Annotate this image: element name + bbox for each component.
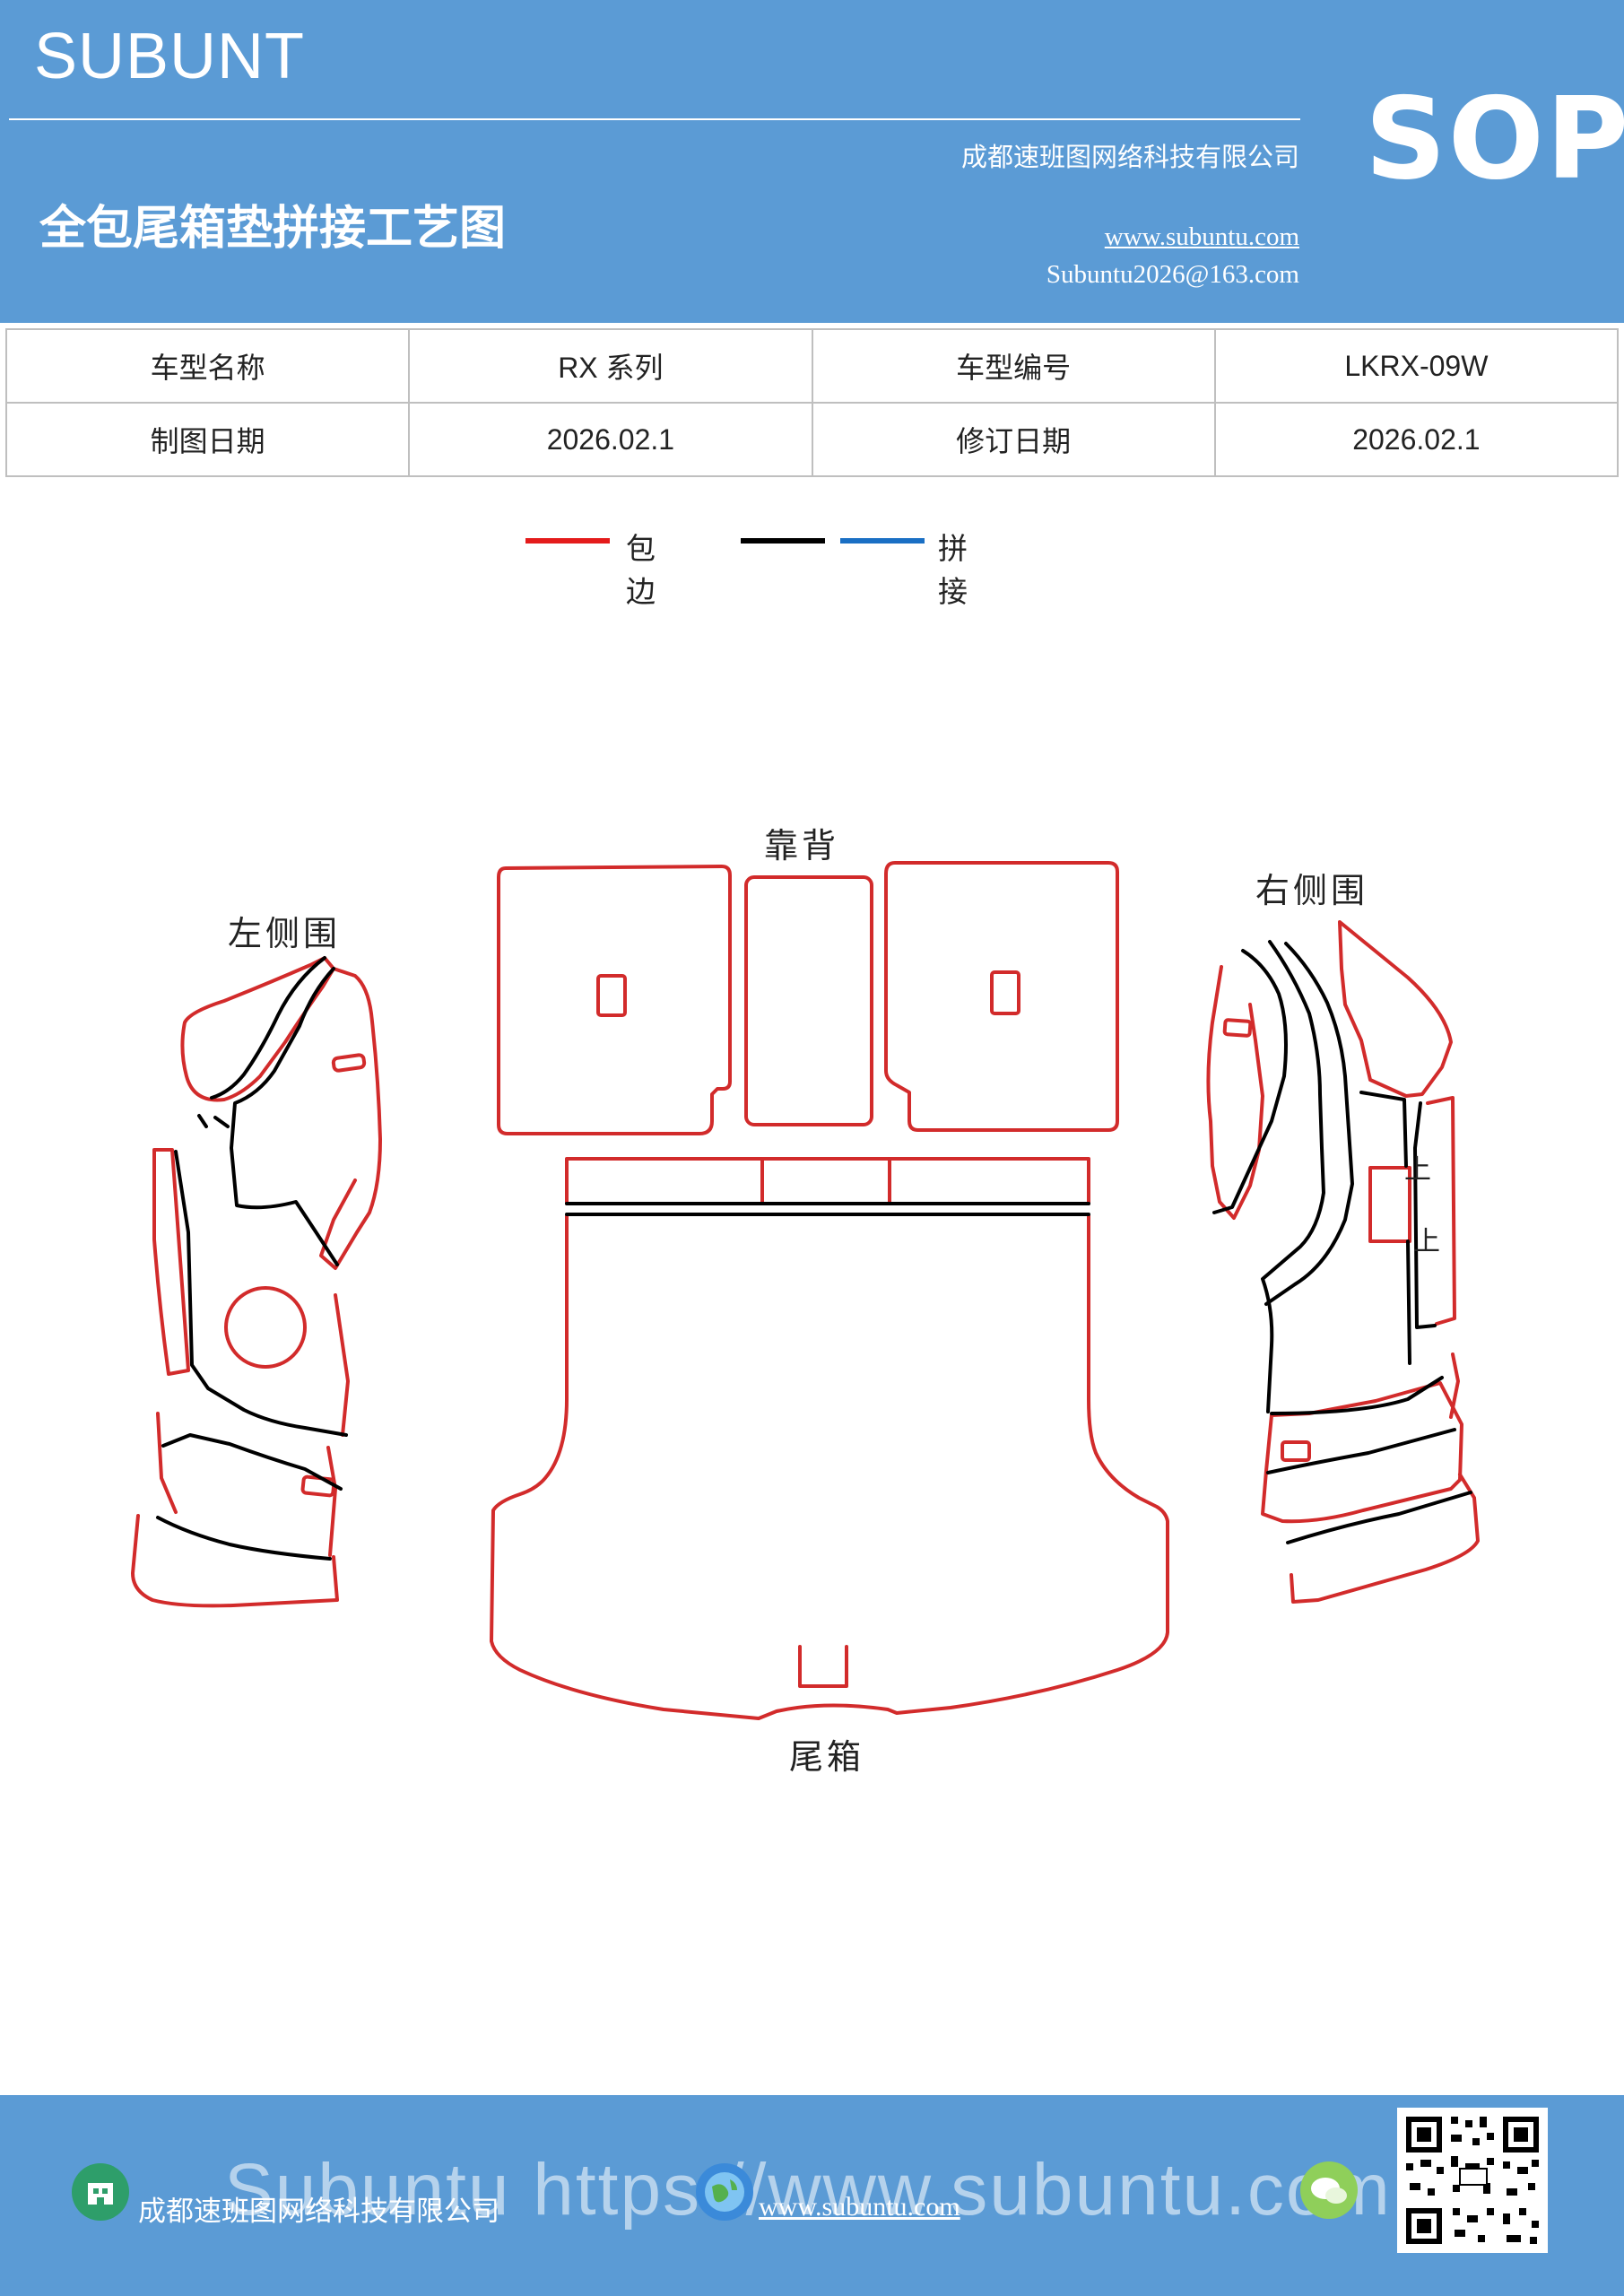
strip-right (888, 1157, 1090, 1205)
right-panel-lower-bottom (1290, 1473, 1480, 1604)
mat-splice-diagram: 上 上 (131, 861, 1480, 1720)
up-mark-1: 上 (1404, 1154, 1431, 1186)
left-seam-2 (230, 967, 339, 1266)
left-panel-bottom (131, 1514, 339, 1608)
footer-website-link[interactable]: www.subuntu.com (759, 2192, 960, 2222)
model-name-value: RX 系列 (408, 328, 813, 404)
left-panel-slot (331, 1053, 367, 1073)
header-divider (9, 118, 1300, 120)
left-panel-mid (334, 1293, 350, 1437)
backrest-label: 靠背 (764, 826, 840, 865)
trunk-notch (798, 1645, 848, 1688)
header-company-name: 成都速班图网络科技有限公司 (960, 142, 1299, 172)
right-seam-8 (1286, 1491, 1472, 1544)
footer-watermark: Subuntu https://www.subuntu.com (224, 2149, 1392, 2231)
right-panel-right-edge (1449, 1352, 1460, 1419)
backrest-right-panel (884, 861, 1119, 1132)
model-name-label: 车型名称 (4, 328, 411, 404)
legend-edge-line (525, 538, 610, 544)
wechat-icon (1300, 2161, 1358, 2219)
vehicle-info-table: 车型名称 RX 系列 车型编号 LKRX-09W 制图日期 2026.02.1 … (4, 328, 1620, 477)
draw-date-label: 制图日期 (4, 402, 411, 477)
left-seam-4 (161, 1433, 343, 1491)
legend-edge-label: 包边 (626, 531, 656, 609)
left-panel-label: 左侧围 (228, 914, 342, 953)
header-website-link[interactable]: www.subuntu.com (1104, 222, 1299, 251)
right-panel-strip (1426, 1096, 1456, 1326)
right-panel-slot (1222, 1018, 1253, 1038)
document-title: 全包尾箱垫拼接工艺图 (39, 201, 507, 256)
left-panel-lower (156, 1412, 337, 1557)
left-seam-6 (197, 1114, 230, 1128)
right-seam-5 (1413, 1101, 1437, 1329)
right-panel-lower-slot (1281, 1440, 1311, 1462)
strip-left (565, 1157, 764, 1205)
revise-date-label: 修订日期 (811, 402, 1216, 477)
right-panel-label: 右侧围 (1255, 871, 1369, 910)
left-panel-lower-slot (300, 1474, 336, 1498)
qr-code-icon (1397, 2108, 1548, 2253)
right-panel-outer-left (1206, 965, 1264, 1220)
legend-black-line (741, 538, 825, 544)
right-seam-4 (1359, 1091, 1411, 1365)
left-panel-strip (152, 1148, 190, 1376)
right-seam-2 (1264, 942, 1354, 1306)
backrest-right-slot (990, 970, 1020, 1015)
right-panel-top-outer (1338, 920, 1453, 1098)
header-banner: SUBUNT 全包尾箱垫拼接工艺图 成都速班图网络科技有限公司 www.subu… (0, 0, 1624, 323)
backrest-left-panel (497, 865, 732, 1135)
table-row: 制图日期 2026.02.1 修订日期 2026.02.1 (4, 402, 1620, 477)
right-seam-7 (1266, 1428, 1456, 1474)
backrest-center-panel (744, 875, 873, 1126)
legend-splice-line (840, 538, 925, 544)
draw-date-value: 2026.02.1 (408, 402, 813, 477)
revise-date-value: 2026.02.1 (1213, 402, 1620, 477)
up-mark-2: 上 (1413, 1226, 1440, 1257)
trunk-label: 尾箱 (789, 1737, 865, 1777)
strip-center (760, 1157, 891, 1205)
sop-badge: SOP (1365, 73, 1624, 204)
right-panel-lower-outline (1261, 1381, 1463, 1524)
trunk-floor-outline (490, 1214, 1169, 1720)
header-email[interactable]: Subuntu2026@163.com (1046, 260, 1299, 289)
left-panel-upper-right (319, 967, 382, 1270)
trunk-seam (565, 1202, 1090, 1216)
right-seam-3 (1261, 940, 1325, 1413)
globe-icon (696, 2163, 753, 2221)
brand-logo-text: SUBUNT (34, 21, 306, 92)
company-building-icon (72, 2163, 129, 2221)
right-seam-1 (1212, 949, 1288, 1214)
right-seam-6 (1270, 1376, 1444, 1415)
model-code-label: 车型编号 (811, 328, 1216, 404)
table-row: 车型名称 RX 系列 车型编号 LKRX-09W (4, 328, 1620, 404)
left-seam-1 (210, 956, 326, 1100)
backrest-left-slot (596, 974, 627, 1017)
model-code-value: LKRX-09W (1213, 328, 1620, 404)
left-seam-3 (174, 1150, 348, 1437)
legend-splice-label: 拼接 (938, 531, 968, 609)
left-seam-5 (156, 1516, 332, 1561)
footer-company-name: 成都速班图网络科技有限公司 (138, 2196, 499, 2228)
left-panel-top (180, 956, 335, 1102)
left-panel-circle (224, 1286, 307, 1369)
